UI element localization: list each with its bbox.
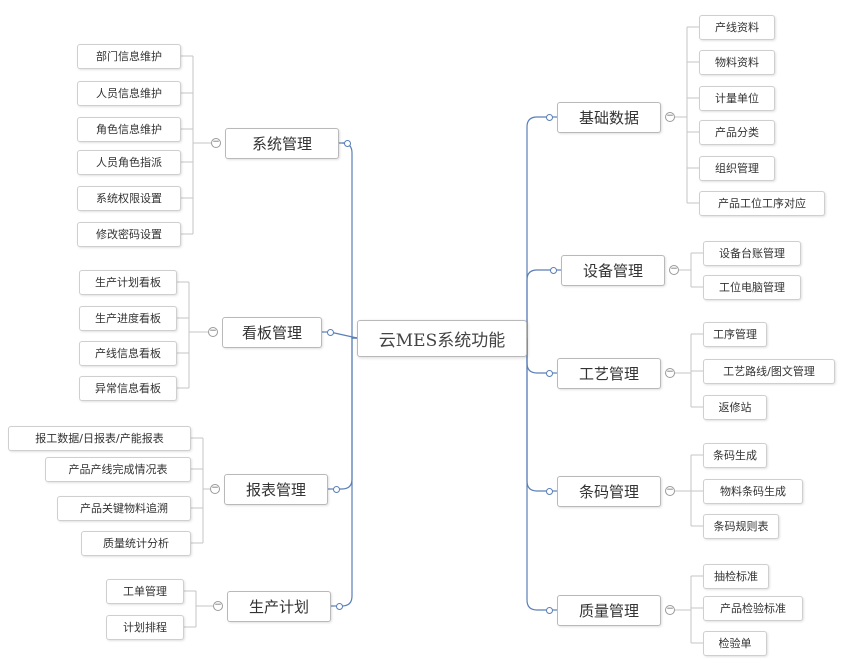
collapse-toggle-icon[interactable]: − — [665, 367, 675, 378]
leaf-node[interactable]: 人员角色指派 — [77, 149, 181, 175]
connector-dot — [343, 139, 351, 147]
leaf-node[interactable]: 设备台账管理 — [703, 240, 801, 266]
leaf-node[interactable]: 系统权限设置 — [77, 185, 181, 211]
connector-dot — [335, 602, 343, 610]
leaf-node[interactable]: 计划排程 — [106, 614, 184, 640]
root-branch-connector — [526, 338, 549, 374]
collapse-toggle-icon[interactable]: − — [665, 604, 675, 615]
branch-node[interactable]: 生产计划 — [227, 590, 331, 622]
leaf-node[interactable]: 修改密码设置 — [77, 221, 181, 247]
connector-dot — [545, 487, 553, 495]
leaf-node[interactable]: 产品工位工序对应 — [699, 190, 825, 216]
leaf-node[interactable]: 产线信息看板 — [79, 340, 177, 366]
root-branch-connector — [339, 337, 357, 607]
leaf-node[interactable]: 生产计划看板 — [79, 269, 177, 295]
leaf-node[interactable]: 检验单 — [703, 630, 767, 656]
leaf-node[interactable]: 条码规则表 — [703, 513, 779, 539]
leaf-node[interactable]: 角色信息维护 — [77, 116, 181, 142]
connector-dot — [332, 485, 340, 493]
root-branch-connector — [329, 331, 358, 339]
branch-node[interactable]: 报表管理 — [224, 473, 328, 505]
connector-dot — [545, 369, 553, 377]
branch-node[interactable]: 基础数据 — [557, 101, 661, 133]
leaf-node[interactable]: 人员信息维护 — [77, 80, 181, 106]
connector-dot — [549, 266, 557, 274]
leaf-node[interactable]: 工位电脑管理 — [703, 274, 801, 300]
leaf-node[interactable]: 产品分类 — [699, 119, 775, 145]
branch-node[interactable]: 质量管理 — [557, 594, 661, 626]
leaf-node[interactable]: 产线资料 — [699, 14, 775, 40]
root-branch-connector — [526, 338, 549, 611]
leaf-node[interactable]: 抽检标准 — [703, 563, 769, 589]
connector-dot — [545, 113, 553, 121]
leaf-node[interactable]: 产品检验标准 — [703, 595, 803, 621]
leaf-node[interactable]: 工艺路线/图文管理 — [703, 358, 835, 384]
leaf-node[interactable]: 报工数据/日报表/产能报表 — [8, 425, 191, 451]
collapse-toggle-icon[interactable]: − — [211, 137, 221, 148]
leaf-node[interactable]: 异常信息看板 — [79, 375, 177, 401]
leaf-node[interactable]: 物料条码生成 — [703, 478, 803, 504]
leaf-node[interactable]: 物料资料 — [699, 49, 775, 75]
collapse-toggle-icon[interactable]: − — [210, 483, 220, 494]
leaf-node[interactable]: 部门信息维护 — [77, 43, 181, 69]
connector-dot — [326, 328, 334, 336]
branch-node[interactable]: 看板管理 — [222, 316, 322, 348]
connector-dot — [545, 606, 553, 614]
root-branch-connector — [341, 142, 357, 339]
collapse-toggle-icon[interactable]: − — [208, 326, 218, 337]
leaf-node[interactable]: 组织管理 — [699, 155, 775, 181]
leaf-node[interactable]: 生产进度看板 — [79, 305, 177, 331]
leaf-node[interactable]: 工序管理 — [703, 321, 767, 347]
leaf-node[interactable]: 产品关键物料追溯 — [57, 495, 191, 521]
collapse-toggle-icon[interactable]: − — [665, 485, 675, 496]
root-branch-connector — [336, 337, 357, 490]
branch-node[interactable]: 设备管理 — [561, 254, 665, 286]
leaf-node[interactable]: 计量单位 — [699, 85, 775, 111]
collapse-toggle-icon[interactable]: − — [669, 264, 679, 275]
root-branch-connector — [526, 338, 549, 492]
leaf-node[interactable]: 质量统计分析 — [81, 530, 191, 556]
branch-node[interactable]: 工艺管理 — [557, 357, 661, 389]
leaf-node[interactable]: 返修站 — [703, 394, 767, 420]
branch-node[interactable]: 条码管理 — [557, 475, 661, 507]
leaf-node[interactable]: 条码生成 — [703, 442, 767, 468]
root-branch-connector — [526, 269, 553, 338]
root-node[interactable]: 云MES系统功能 — [357, 319, 527, 357]
leaf-node[interactable]: 产品产线完成情况表 — [45, 456, 191, 482]
root-branch-connector — [526, 116, 549, 338]
collapse-toggle-icon[interactable]: − — [665, 111, 675, 122]
leaf-node[interactable]: 工单管理 — [106, 578, 184, 604]
branch-node[interactable]: 系统管理 — [225, 127, 339, 159]
collapse-toggle-icon[interactable]: − — [213, 600, 223, 611]
